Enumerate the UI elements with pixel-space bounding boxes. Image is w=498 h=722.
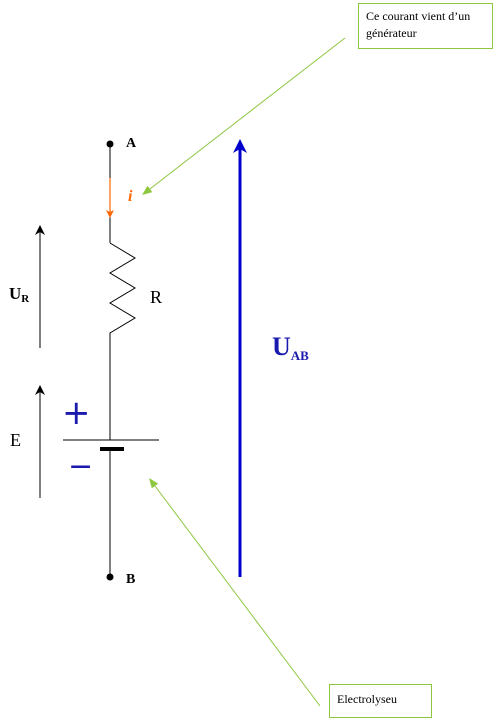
node-a-label: A bbox=[126, 136, 137, 151]
callout-top-pointer bbox=[142, 37, 346, 196]
ur-label-main: U bbox=[9, 284, 22, 303]
callout-generator: Ce courant vient d’un générateur bbox=[358, 3, 493, 49]
callout-electrolyser: Electrolyseu bbox=[329, 684, 432, 718]
uab-label-main: U bbox=[272, 332, 291, 361]
resistor-label: R bbox=[150, 287, 163, 307]
emf-label: E bbox=[10, 430, 21, 450]
minus-sign: − bbox=[68, 449, 94, 484]
ur-label: UR bbox=[9, 284, 29, 305]
node-a-dot bbox=[106, 140, 114, 148]
uab-label-sub: AB bbox=[290, 348, 309, 363]
ur-label-sub: R bbox=[21, 293, 30, 305]
node-b-dot bbox=[106, 573, 114, 581]
current-label: i bbox=[128, 188, 133, 205]
uab-label: UAB bbox=[272, 332, 309, 364]
resistor-zigzag bbox=[109, 242, 136, 341]
plus-sign: + bbox=[62, 393, 91, 433]
callout-bottom-pointer bbox=[149, 478, 321, 707]
node-b-label: B bbox=[126, 572, 136, 587]
